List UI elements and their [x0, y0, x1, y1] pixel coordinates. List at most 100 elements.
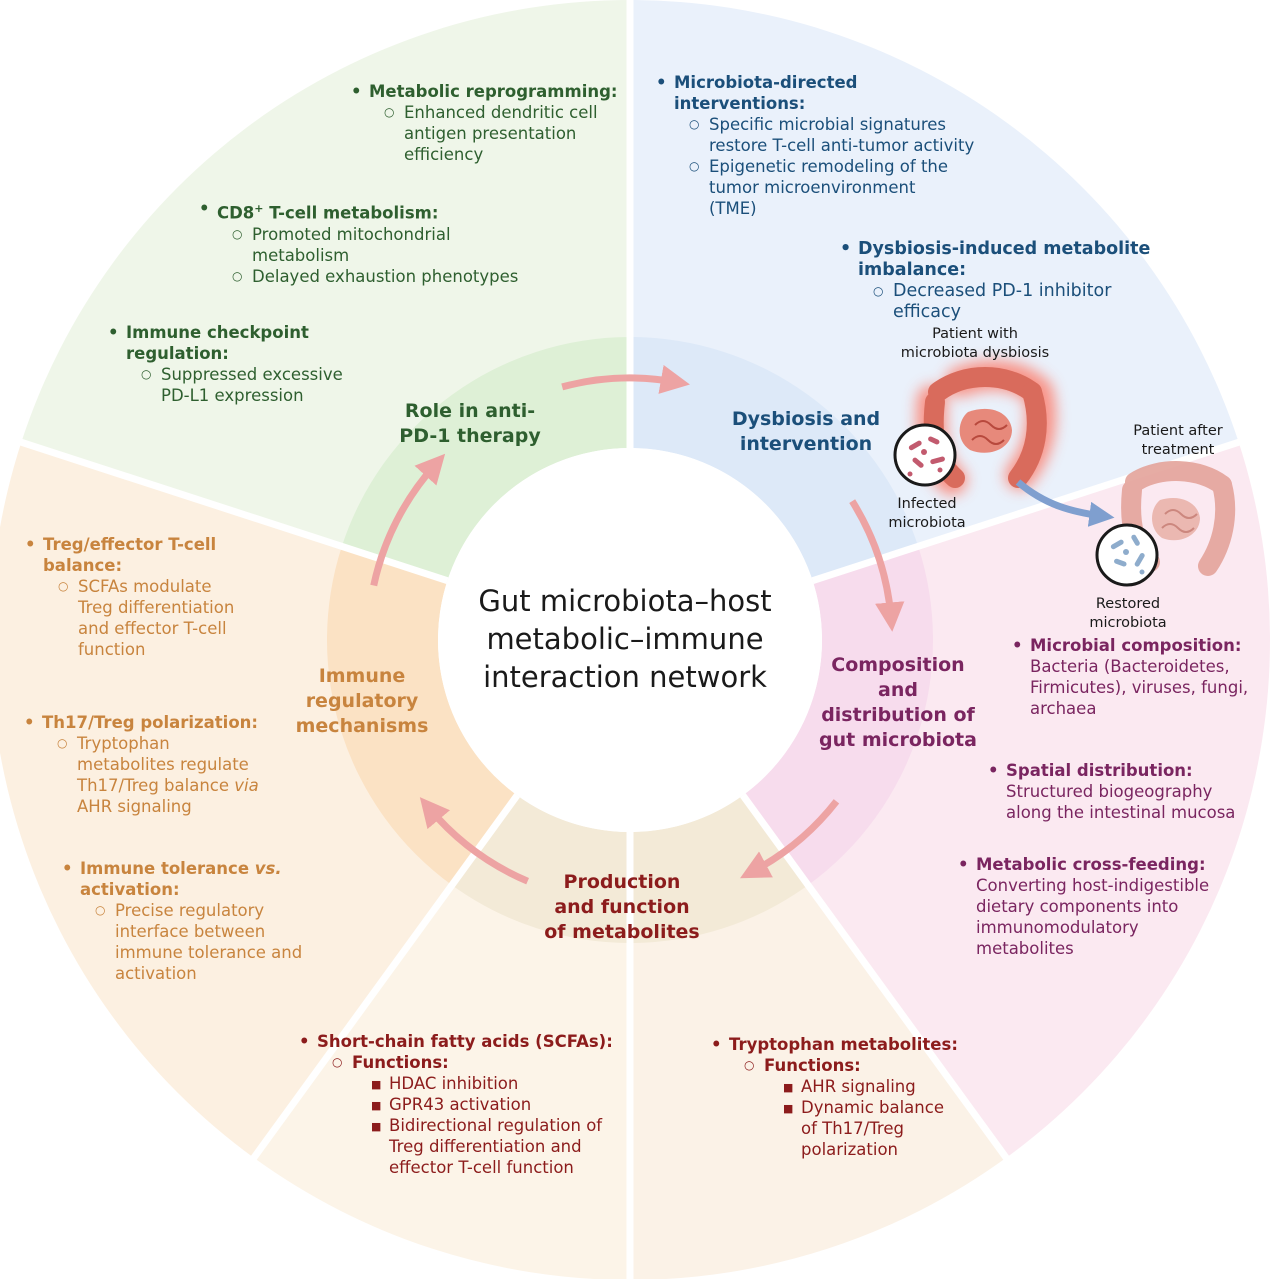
- bullet-item-cont: metabolites regulate: [77, 755, 249, 774]
- sector-divider: [811, 432, 1259, 584]
- bullet-item: Promoted mitochondrial: [197, 224, 518, 245]
- tryptophan-block: Tryptophan metabolites: Functions: AHR s…: [709, 1034, 958, 1160]
- bullet-item: AHR signaling: [709, 1076, 958, 1098]
- body-line: immunomodulatory: [976, 918, 1139, 937]
- bullet-item-cont: Th17/Treg balance via: [77, 776, 259, 795]
- bullet-item-cont: efficacy: [893, 302, 962, 322]
- bullet-item-cont: activation: [115, 964, 197, 983]
- tolerance-activation-block: Immune tolerance vs. activation: Precise…: [60, 858, 302, 984]
- body-line: metabolites: [976, 939, 1074, 958]
- bullet-item-cont: metabolism: [252, 245, 350, 265]
- bullet-item-cont: AHR signaling: [77, 797, 192, 816]
- sector-label-metabolites: Production and function of metabolites: [544, 871, 700, 943]
- bullet-heading-cont: regulation:: [126, 344, 229, 363]
- body-line: Bacteria (Bacteroidetes,: [1030, 657, 1230, 676]
- bullet-heading: Th17/Treg polarization:: [22, 712, 259, 733]
- bullet-item: Decreased PD-1 inhibitor: [838, 281, 1150, 302]
- infected-microbiota-icon: [893, 423, 957, 487]
- bullet-heading: Metabolic cross-feeding:: [956, 854, 1209, 875]
- immune-checkpoint-block: Immune checkpoint regulation: Suppressed…: [106, 322, 343, 406]
- cycle-arrow-to-immune: [419, 797, 529, 885]
- bullet-item-cont: Treg differentiation: [78, 598, 235, 617]
- body-line: Structured biogeography: [1006, 782, 1213, 801]
- bullet-item: GPR43 activation: [297, 1094, 613, 1116]
- treg-balance-block: Treg/effector T-cell balance: SCFAs modu…: [23, 534, 234, 660]
- caption-restored: Restored microbiota: [1089, 596, 1167, 631]
- cd8-metabolism-block: CD8+ T-cell metabolism: Promoted mitocho…: [197, 198, 518, 287]
- bullet-heading-cont: balance:: [43, 556, 123, 575]
- cycle-arrow-to-composition: [849, 499, 905, 632]
- bullet-item: Delayed exhaustion phenotypes: [197, 266, 518, 287]
- bullet-item-cont: tumor microenvironment: [709, 178, 916, 197]
- bullet-heading: Immune tolerance vs.: [60, 858, 302, 879]
- caption-infected: Infected microbiota: [888, 496, 966, 531]
- bullet-item: HDAC inhibition: [297, 1073, 613, 1095]
- outer-sector-composition: [806, 442, 1270, 1158]
- bullet-item: Suppressed excessive: [106, 364, 343, 385]
- microbiota-directed-block: Microbiota-directed interventions: Speci…: [654, 72, 974, 219]
- bullet-item: Specific microbial signatures: [654, 114, 974, 135]
- treatment-arrow: [1015, 479, 1115, 527]
- microbial-composition-block: Microbial composition: Bacteria (Bactero…: [1010, 635, 1248, 719]
- body-line: Converting host-indigestible: [976, 876, 1210, 895]
- bullet-heading: Short-chain fatty acids (SCFAs):: [297, 1031, 613, 1052]
- bullet-item-cont: (TME): [709, 199, 757, 218]
- bullet-item-cont: Treg differentiation and: [389, 1137, 582, 1156]
- sector-label-composition: Composition and distribution of gut micr…: [819, 654, 977, 751]
- inner-sector-immune: [327, 546, 518, 886]
- scfa-block: Short-chain fatty acids (SCFAs): Functio…: [297, 1031, 613, 1178]
- bullet-item: Dynamic balance: [709, 1097, 958, 1119]
- bullet-item: Bidirectional regulation of: [297, 1115, 613, 1137]
- bullet-heading: Microbiota-directed: [654, 72, 974, 93]
- metabolite-imbalance-block: Dysbiosis-induced metabolite imbalance: …: [838, 239, 1150, 323]
- bullet-heading: Immune checkpoint: [106, 322, 343, 343]
- th17-polarization-block: Th17/Treg polarization: Tryptophan metab…: [22, 712, 259, 817]
- body-line: dietary components into: [976, 897, 1179, 916]
- bullet-heading-cont: activation:: [80, 880, 180, 899]
- cycle-arrow-to-anti-pd1: [370, 453, 446, 587]
- bullet-heading: Microbial composition:: [1010, 635, 1248, 656]
- caption-patient-dysbiosis: Patient with microbiota dysbiosis: [900, 326, 1050, 361]
- bullet-item-cont: polarization: [801, 1140, 899, 1159]
- bullet-item: Precise regulatory: [60, 900, 302, 921]
- inner-sector-dysbiosis: [630, 337, 919, 581]
- bullet-item-cont: immune tolerance and: [115, 943, 303, 962]
- sector-divider: [239, 793, 520, 1177]
- bullet-item-cont: restore T-cell anti-tumor activity: [709, 136, 975, 155]
- bullet-heading-cont: imbalance:: [858, 260, 967, 280]
- bullet-item-cont: antigen presentation: [404, 124, 577, 143]
- bullet-heading: CD8+ T-cell metabolism:: [197, 198, 518, 224]
- bullet-item-cont: PD-L1 expression: [161, 386, 304, 405]
- bullet-heading: Spatial distribution:: [986, 760, 1235, 781]
- bullet-item-cont: of Th17/Treg: [801, 1119, 904, 1138]
- spatial-distribution-block: Spatial distribution: Structured biogeog…: [986, 760, 1235, 823]
- bullet-item-cont: interface between: [115, 922, 266, 941]
- caption-patient-after: Patient after treatment: [1133, 423, 1223, 458]
- bullet-heading: Metabolic reprogramming:: [349, 81, 618, 102]
- bullet-item-cont: and effector T-cell: [78, 619, 227, 638]
- bullet-heading: Tryptophan metabolites:: [709, 1034, 958, 1055]
- inner-sector-anti-pd1: [341, 337, 630, 581]
- body-line: Firmicutes), viruses, fungi,: [1030, 678, 1249, 697]
- sector-label-anti-pd1: Role in anti- PD-1 therapy: [399, 400, 541, 447]
- bullet-heading: Treg/effector T-cell: [23, 534, 234, 555]
- bullet-heading: Dysbiosis-induced metabolite: [838, 239, 1150, 260]
- bullet-item: Tryptophan: [22, 733, 259, 754]
- sector-label-dysbiosis: Dysbiosis and intervention: [731, 408, 881, 455]
- restored-microbiota-icon: [1095, 523, 1159, 587]
- bullet-subheading: Functions:: [709, 1055, 958, 1076]
- metabolic-reprogramming-block: Metabolic reprogramming: Enhanced dendri…: [349, 81, 618, 165]
- bullet-heading-cont: interventions:: [674, 94, 806, 113]
- bullet-item-cont: function: [78, 640, 146, 659]
- bullet-item: Epigenetic remodeling of the: [654, 156, 974, 177]
- cycle-arrow-to-dysbiosis: [561, 364, 690, 394]
- cross-feeding-block: Metabolic cross-feeding: Converting host…: [956, 854, 1209, 959]
- outer-sector-immune: [0, 442, 454, 1158]
- center-circle: [438, 448, 822, 832]
- bullet-item-cont: efficiency: [404, 145, 484, 164]
- sector-divider: [1, 432, 449, 584]
- body-line: along the intestinal mucosa: [1006, 803, 1236, 822]
- sector-divider: [740, 793, 1021, 1177]
- bullet-subheading: Functions:: [297, 1052, 613, 1073]
